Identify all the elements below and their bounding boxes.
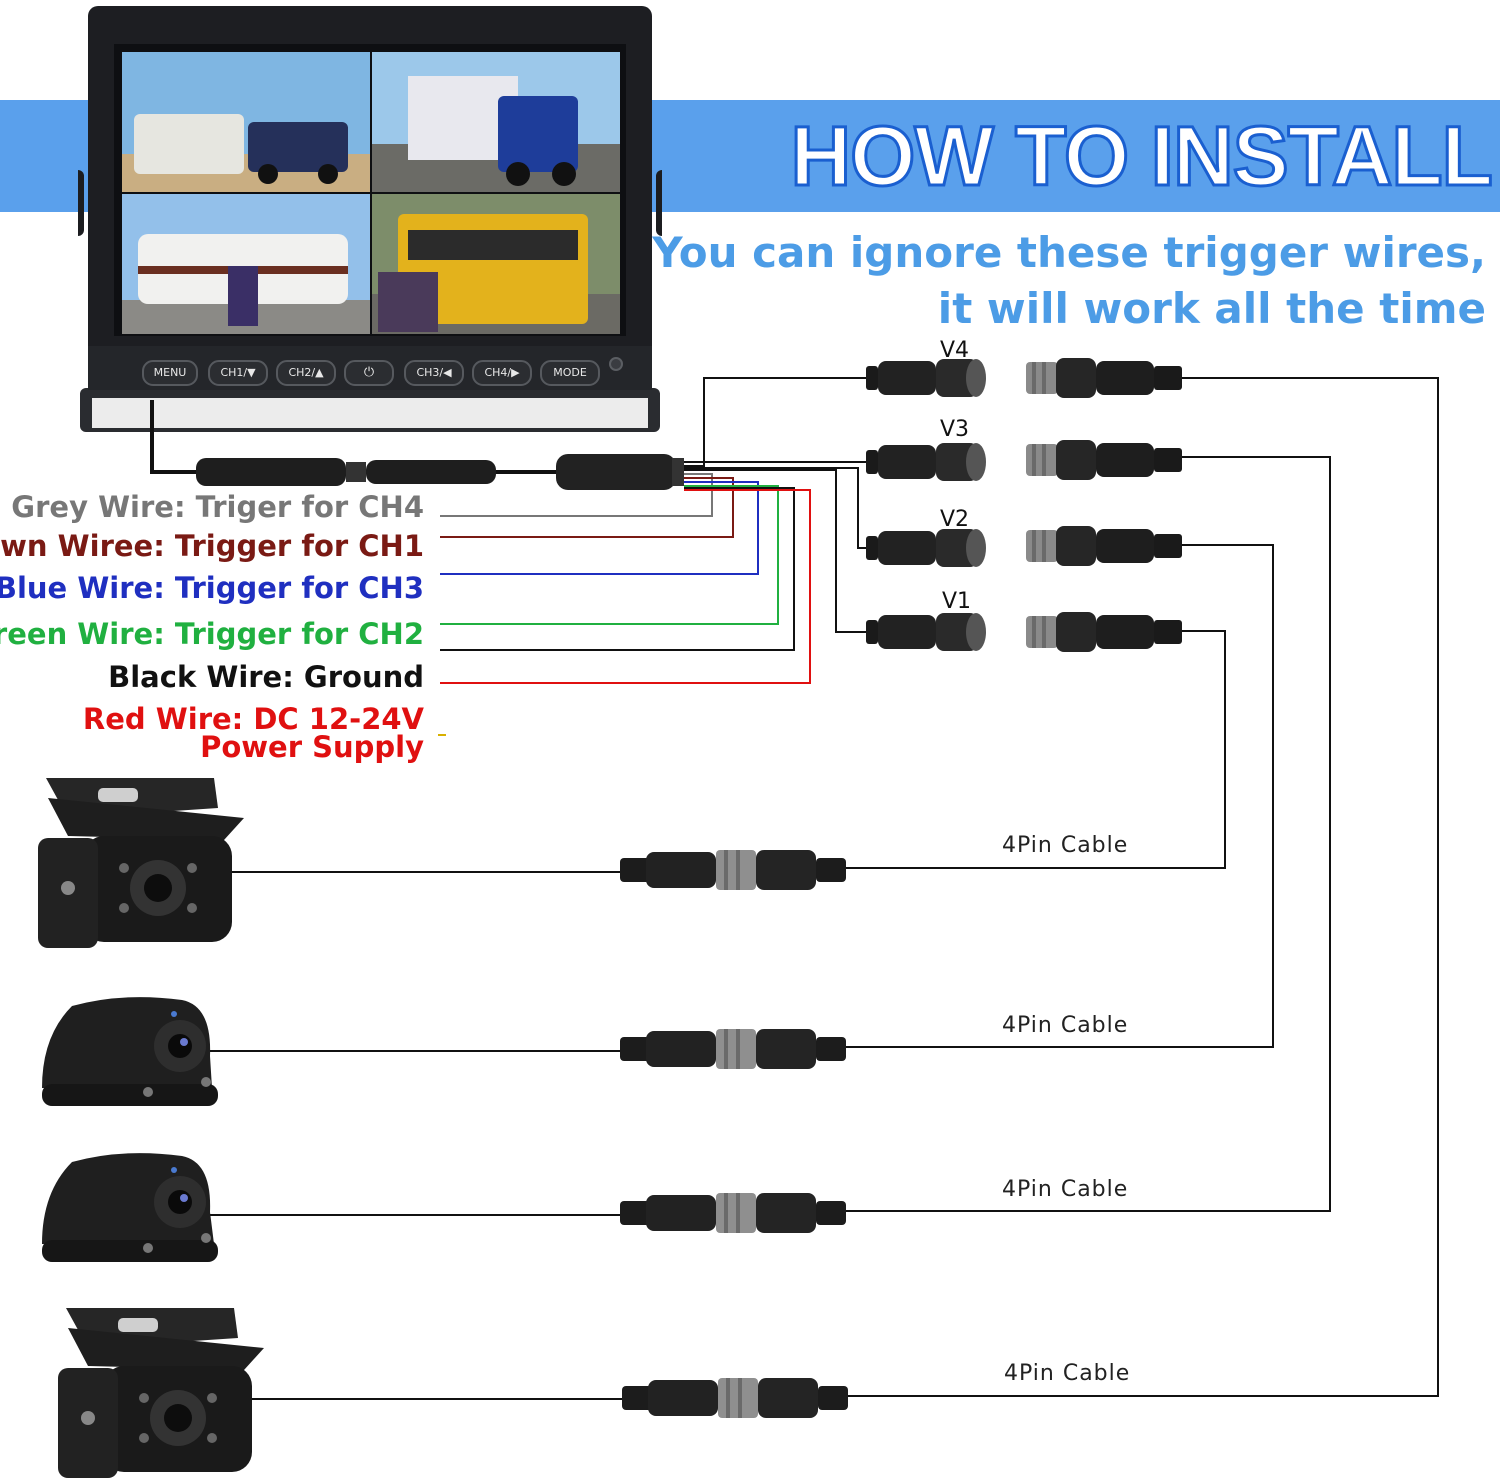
wire-label-brown: Brown Wiree: Trigger for CH1 bbox=[0, 529, 424, 563]
camera-icon bbox=[58, 1308, 264, 1478]
ch1-button[interactable]: CH1/▼ bbox=[208, 360, 268, 386]
wire-label-blue: Blue Wire: Trigger for CH3 bbox=[0, 571, 424, 605]
menu-button[interactable]: MENU bbox=[142, 360, 198, 386]
wire-label-black: Black Wire: Ground bbox=[108, 660, 424, 694]
ch4-button[interactable]: CH4/▶ bbox=[472, 360, 532, 386]
mode-button[interactable]: MODE bbox=[540, 360, 600, 386]
camera-icon bbox=[42, 1153, 218, 1262]
ch3-button[interactable]: CH3/◀ bbox=[404, 360, 464, 386]
monitor: MENU CH1/▼ CH2/▲ ⏻ CH3/◀ CH4/▶ MODE bbox=[78, 4, 662, 432]
wire-label-grey: Grey Wire: Triger for CH4 bbox=[11, 490, 424, 524]
ch2-button[interactable]: CH2/▲ bbox=[276, 360, 336, 386]
cable-label: 4Pin Cable bbox=[1002, 833, 1128, 858]
channel-label-v2: V2 bbox=[940, 507, 969, 532]
page-title: HOW TO INSTALL bbox=[789, 108, 1494, 205]
cable-label: 4Pin Cable bbox=[1002, 1013, 1128, 1038]
cable-label: 4Pin Cable bbox=[1002, 1177, 1128, 1202]
note-line-2: it will work all the time bbox=[937, 284, 1486, 333]
note-line-1: You can ignore these trigger wires, bbox=[652, 228, 1486, 277]
power-button[interactable]: ⏻ bbox=[344, 360, 394, 386]
cable-label: 4Pin Cable bbox=[1004, 1361, 1130, 1386]
wire-label-red: Red Wire: DC 12-24V bbox=[82, 702, 424, 736]
camera-icon bbox=[42, 997, 218, 1106]
wire-label-red-line2: Power Supply bbox=[200, 730, 424, 764]
wire-label-green: Green Wire: Trigger for CH2 bbox=[0, 617, 424, 651]
channel-label-v3: V3 bbox=[940, 417, 969, 442]
camera-icon bbox=[38, 778, 244, 948]
channel-label-v1: V1 bbox=[942, 589, 971, 614]
channel-label-v4: V4 bbox=[940, 338, 969, 363]
